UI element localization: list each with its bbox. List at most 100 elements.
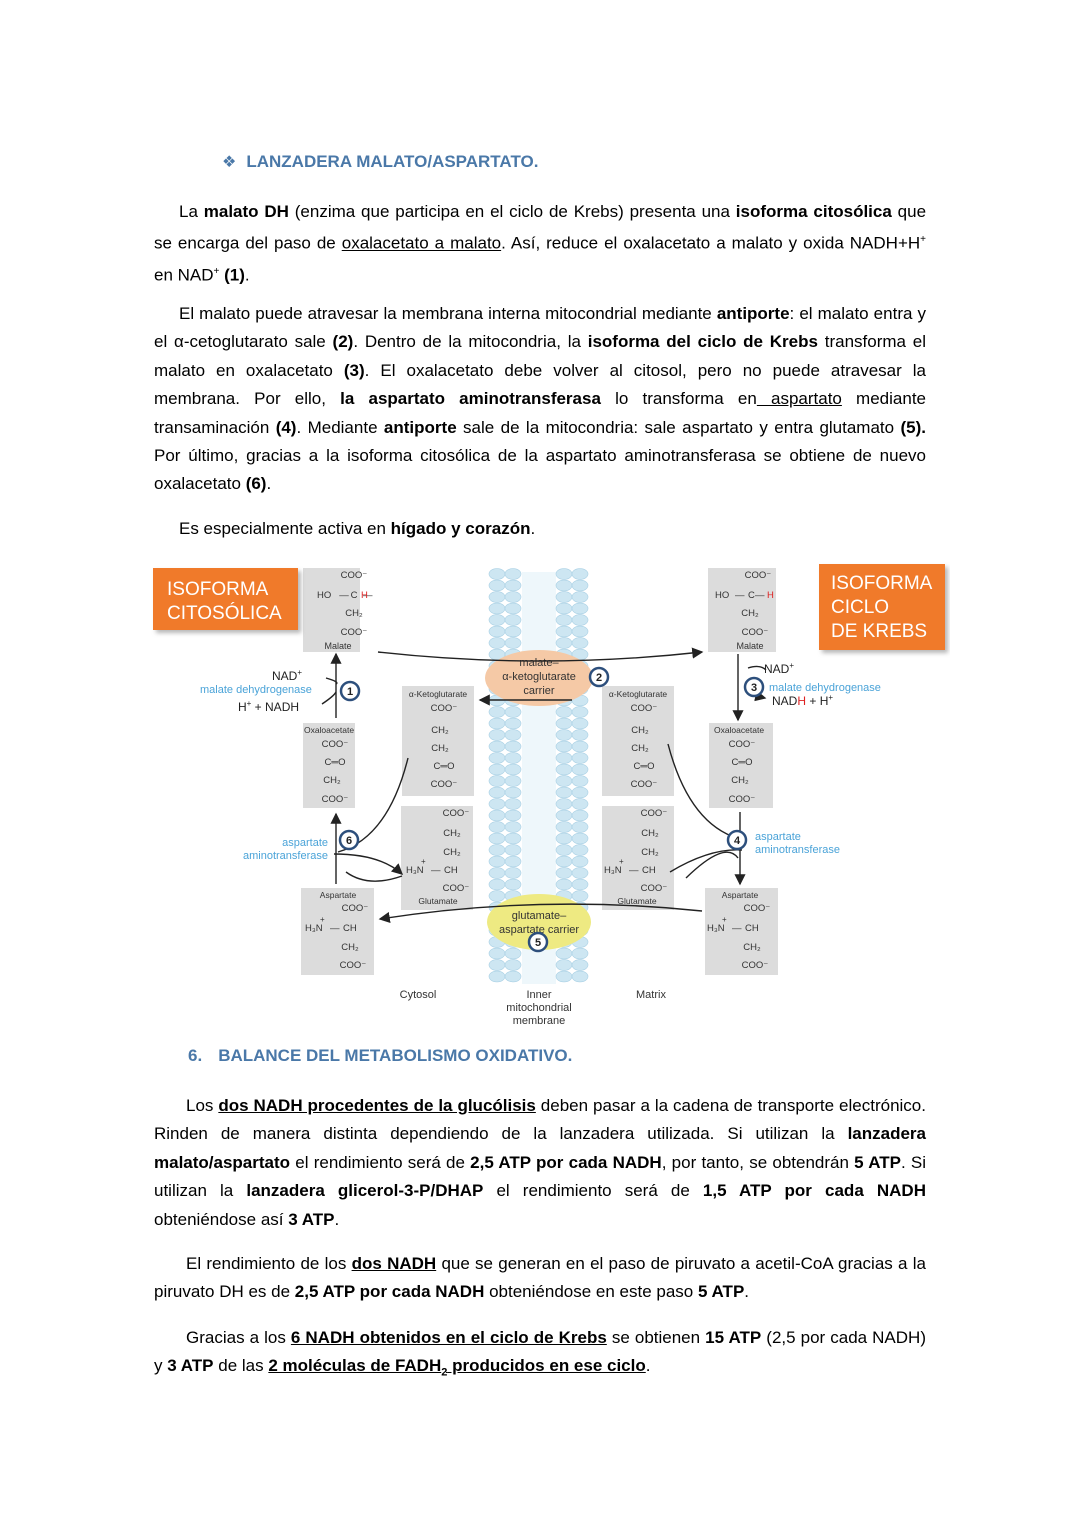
paragraph-activity: Es especialmente activa en hígado y cora… xyxy=(179,519,536,538)
svg-text:mitochondrial: mitochondrial xyxy=(506,1002,571,1014)
svg-text:COO⁻: COO⁻ xyxy=(340,960,367,971)
svg-text:—: — xyxy=(735,590,745,601)
membrane-lipid xyxy=(504,855,522,868)
membrane-lipid xyxy=(571,614,589,626)
membrane-lipid xyxy=(571,706,589,718)
svg-text:ISOFORMA: ISOFORMA xyxy=(831,573,933,594)
malate-cytosol xyxy=(303,568,360,652)
svg-text:COO⁻: COO⁻ xyxy=(431,703,458,714)
membrane-lipid xyxy=(504,832,522,845)
svg-text:COO⁻: COO⁻ xyxy=(431,779,458,790)
membrane-lipid xyxy=(555,855,573,868)
membrane-lipid xyxy=(488,878,506,891)
membrane-lipid xyxy=(555,568,573,580)
membrane-lipid xyxy=(488,821,506,833)
membrane-lipid xyxy=(488,740,506,753)
svg-text:ISOFORMA: ISOFORMA xyxy=(167,579,269,600)
membrane-lipid xyxy=(504,786,522,799)
svg-text:COO⁻: COO⁻ xyxy=(341,627,368,638)
membrane-lipid xyxy=(571,625,589,638)
svg-text:membrane: membrane xyxy=(513,1015,566,1027)
oxaloacetate-matrix xyxy=(709,723,773,808)
membrane-lipid xyxy=(488,763,506,776)
membrane-lipid xyxy=(555,821,573,833)
svg-text:carrier: carrier xyxy=(523,685,555,697)
svg-text:Inner: Inner xyxy=(526,989,551,1001)
svg-text:Aspartate: Aspartate xyxy=(320,890,357,900)
svg-text:HO: HO xyxy=(317,590,331,601)
svg-text:H₃N: H₃N xyxy=(604,865,622,876)
enzyme-aat-right-1: aspartate xyxy=(755,831,801,843)
svg-text:5: 5 xyxy=(535,937,541,949)
membrane-lipid xyxy=(571,970,589,983)
svg-text:CH₂: CH₂ xyxy=(341,942,359,953)
aspartate-transport-arrow xyxy=(378,903,703,924)
svg-text:COO⁻: COO⁻ xyxy=(641,883,668,894)
svg-text:CH₂: CH₂ xyxy=(345,608,363,619)
svg-text:HO: HO xyxy=(715,590,729,601)
membrane-lipid xyxy=(504,821,522,833)
membrane-lipid xyxy=(555,706,573,718)
svg-text:CH₂: CH₂ xyxy=(323,775,341,786)
svg-text:—: — xyxy=(629,865,639,876)
svg-text:COO⁻: COO⁻ xyxy=(322,739,349,750)
svg-text:COO⁻: COO⁻ xyxy=(341,570,368,581)
membrane-lipid xyxy=(488,947,506,960)
svg-text:α-Ketoglutarate: α-Ketoglutarate xyxy=(409,689,468,699)
membrane-lipid xyxy=(555,947,573,960)
svg-text:CH₂: CH₂ xyxy=(731,775,749,786)
svg-text:H₃N: H₃N xyxy=(305,923,323,934)
svg-text:CH₂: CH₂ xyxy=(641,828,659,839)
membrane-lipid xyxy=(555,786,573,799)
membrane-lipid xyxy=(488,890,506,902)
malate-akg-carrier xyxy=(485,650,593,706)
svg-text:C═O: C═O xyxy=(634,761,655,772)
svg-text:Glutamate: Glutamate xyxy=(617,896,656,906)
svg-text:COO⁻: COO⁻ xyxy=(742,627,769,638)
membrane-lipid xyxy=(571,579,589,592)
membrane-lipid xyxy=(488,970,506,983)
membrane-lipid xyxy=(571,855,589,868)
membrane-lipid xyxy=(504,717,522,730)
paragraph-antiporte: El malato puede atravesar la membrana in… xyxy=(154,304,926,494)
membrane-lipid xyxy=(504,775,522,787)
glutamate-matrix xyxy=(602,806,674,910)
isoforma-krebs-box xyxy=(819,564,945,650)
svg-text:CH₂: CH₂ xyxy=(443,847,461,858)
paragraph-krebs: Gracias a los 6 NADH obtenidos en el cic… xyxy=(154,1328,926,1379)
membrane-lipid xyxy=(555,878,573,891)
membrane-lipid xyxy=(571,947,589,960)
membrane-lipid xyxy=(504,625,522,638)
svg-text:α-Ketoglutarate: α-Ketoglutarate xyxy=(609,689,668,699)
aspartate-cytosol xyxy=(301,888,374,975)
membrane-lipid xyxy=(571,775,589,787)
membrane-lipid xyxy=(555,752,573,764)
svg-text:COO⁻: COO⁻ xyxy=(729,794,756,805)
membrane-lipid xyxy=(571,786,589,799)
membrane-lipid xyxy=(571,890,589,902)
membrane-lipid xyxy=(555,970,573,983)
svg-text:Glutamate: Glutamate xyxy=(418,896,457,906)
step4-marker xyxy=(726,829,748,851)
svg-text:+: + xyxy=(619,857,624,866)
membrane-lipid xyxy=(504,809,522,822)
membrane-lipid xyxy=(504,602,522,615)
svg-text:CH₂: CH₂ xyxy=(631,725,649,736)
svg-text:C: C xyxy=(748,590,755,601)
svg-text:α-ketoglutarate: α-ketoglutarate xyxy=(502,671,576,683)
membrane-lipid xyxy=(555,729,573,741)
membrane-lipid xyxy=(555,625,573,638)
membrane-lipid xyxy=(504,637,522,649)
svg-text:+: + xyxy=(421,857,426,866)
membrane-lipid xyxy=(488,637,506,649)
membrane-lipid xyxy=(488,568,506,580)
svg-text:3: 3 xyxy=(751,682,757,694)
svg-text:CICLO: CICLO xyxy=(831,597,889,618)
malate-aspartate-shuttle-diagram: malate– α-ketoglutarate carrier glutamat… xyxy=(153,564,945,1027)
svg-text:COO⁻: COO⁻ xyxy=(443,883,470,894)
membrane-lipid xyxy=(488,752,506,764)
membrane-lipid xyxy=(571,867,589,879)
nad-plus-left: NAD+ xyxy=(272,668,302,683)
membrane-lipid xyxy=(571,798,589,810)
